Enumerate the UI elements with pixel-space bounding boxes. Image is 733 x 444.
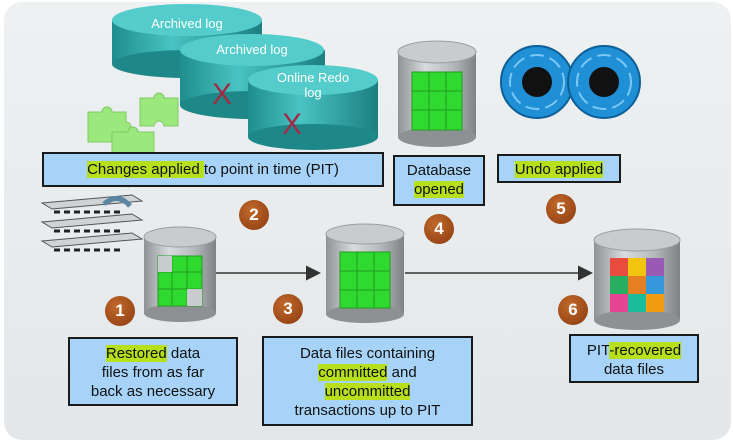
pit-recovered-cylinder xyxy=(593,228,681,330)
step-3-badge: 3 xyxy=(273,294,303,324)
step-5-badge: 5 xyxy=(546,194,576,224)
datafiles-line1: Data files containing xyxy=(299,345,436,362)
undo-disc-icon xyxy=(500,45,574,119)
backup-media-icon xyxy=(40,176,144,252)
pit-recovered-line2: data files xyxy=(603,361,665,378)
changes-applied-text-hl: d xyxy=(191,161,204,178)
undo-disc-icon xyxy=(567,45,641,119)
redo-log-cylinders: Archived log Archived log X Online Redo … xyxy=(112,4,378,150)
pit-recovered-box: PIT-recovered data files xyxy=(569,334,699,383)
changes-applied-text-rest: to point in time (PIT) xyxy=(203,161,339,178)
datafiles-cylinder xyxy=(325,223,405,323)
restored-line2: files from as far xyxy=(101,364,205,381)
archived-log-cylinder-1: Archived log xyxy=(112,4,262,78)
database-opened-box: Database opened xyxy=(393,155,485,206)
step-1-badge: 1 xyxy=(105,296,135,326)
undo-applied-box: Undo applied xyxy=(497,154,621,183)
archived-log-label-1: Archived log xyxy=(151,16,223,31)
step-6-badge: 6 xyxy=(558,295,588,325)
restored-highlight: Restored xyxy=(105,345,167,362)
online-redo-label-2: log xyxy=(304,85,321,100)
database-opened-line2: opened xyxy=(413,181,465,198)
changes-applied-box: Changes applied to point in time (PIT) xyxy=(42,152,384,187)
step-4-badge: 4 xyxy=(424,214,454,244)
changes-applied-text-pre: Changes applie xyxy=(87,161,192,178)
datafiles-up-to-pit-box: Data files containing committed and unco… xyxy=(262,336,473,426)
restored-datafiles-box: Restored data files from as far back as … xyxy=(68,337,238,406)
datafiles-line2a: committed xyxy=(318,364,388,381)
step-2-badge: 2 xyxy=(239,200,269,230)
pit-recovered-hl: -recovered xyxy=(609,342,682,359)
online-redo-log-cylinder: Online Redo log X xyxy=(248,65,378,150)
datafiles-line3: uncommitted xyxy=(324,383,411,400)
pit-recovered-pre: PIT xyxy=(586,342,610,359)
x-mark-icon: X xyxy=(282,108,302,141)
datafiles-line4: transactions up to PIT xyxy=(294,402,441,419)
restored-datafiles-cylinder xyxy=(143,226,217,322)
undo-applied-text: Undo applied xyxy=(514,161,604,178)
opened-database-cylinder xyxy=(397,40,477,147)
datafiles-line2b: and xyxy=(387,364,417,381)
restored-line3: back as necessary xyxy=(90,383,216,400)
online-redo-label-1: Online Redo xyxy=(277,70,349,85)
restored-line1: data xyxy=(166,345,201,362)
x-mark-icon: X xyxy=(212,78,232,111)
database-opened-line1: Database xyxy=(406,162,472,179)
puzzle-pieces-icon xyxy=(87,92,179,155)
archived-log-label-2: Archived log xyxy=(216,42,288,57)
